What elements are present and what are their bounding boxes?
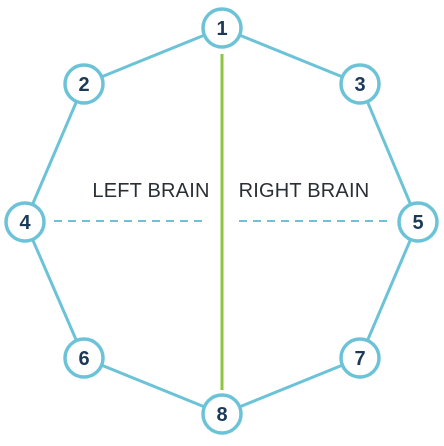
left-brain-label: LEFT BRAIN bbox=[92, 180, 209, 202]
node-3-circle bbox=[339, 63, 381, 105]
edge-7-8 bbox=[220, 356, 362, 416]
node-2-circle bbox=[63, 63, 105, 105]
node-4: 4 bbox=[4, 201, 46, 243]
edge-1-2 bbox=[82, 26, 224, 86]
node-5-circle bbox=[397, 201, 439, 243]
node-7-circle bbox=[339, 337, 381, 379]
edge-6-8 bbox=[82, 356, 224, 416]
node-8-label: 8 bbox=[216, 404, 227, 426]
node-1-circle bbox=[201, 7, 243, 49]
edge-5-7 bbox=[358, 220, 420, 360]
node-4-label: 4 bbox=[19, 212, 31, 234]
edge-4-6 bbox=[23, 220, 86, 360]
node-6-label: 6 bbox=[78, 348, 89, 370]
node-4-circle bbox=[4, 201, 46, 243]
node-3: 3 bbox=[339, 63, 381, 105]
node-3-label: 3 bbox=[354, 74, 365, 96]
node-7: 7 bbox=[339, 337, 381, 379]
node-5-label: 5 bbox=[412, 212, 423, 234]
node-6-circle bbox=[63, 337, 105, 379]
edge-2-4 bbox=[23, 82, 86, 224]
node-2-label: 2 bbox=[78, 74, 89, 96]
node-1-label: 1 bbox=[216, 18, 227, 40]
node-6: 6 bbox=[63, 337, 105, 379]
node-2: 2 bbox=[63, 63, 105, 105]
octagon-edges bbox=[23, 26, 420, 416]
node-1: 1 bbox=[201, 7, 243, 49]
edge-1-3 bbox=[220, 26, 362, 86]
edge-3-5 bbox=[358, 82, 420, 224]
node-8: 8 bbox=[201, 393, 243, 435]
node-7-label: 7 bbox=[354, 348, 365, 370]
node-8-circle bbox=[201, 393, 243, 435]
node-5: 5 bbox=[397, 201, 439, 243]
right-brain-label: RIGHT BRAIN bbox=[239, 180, 370, 202]
